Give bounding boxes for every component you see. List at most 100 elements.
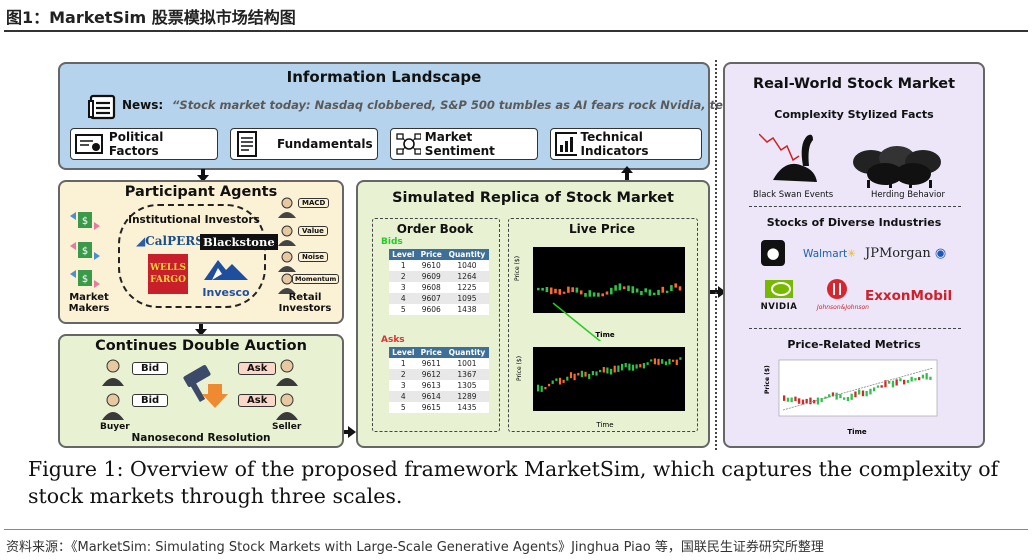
- calpers-logo: ◢CalPERS: [136, 234, 204, 248]
- table-cell: 1367: [444, 369, 489, 380]
- candle: [554, 288, 557, 294]
- retail-investors-label: Retail Investors: [278, 292, 332, 314]
- candle: [606, 367, 609, 374]
- candle: [805, 398, 808, 404]
- candle: [664, 361, 667, 366]
- certificate-icon: [75, 134, 103, 154]
- candle: [579, 290, 583, 295]
- candle: [899, 378, 902, 382]
- footer-divider: [4, 529, 1028, 530]
- top-chart-ylabel: Price ($): [514, 256, 521, 281]
- table-cell: 1264: [444, 271, 489, 282]
- real-world-market-panel: Real-World Stock Market Complexity Styli…: [723, 62, 985, 448]
- candle: [591, 371, 594, 376]
- metrics-ylabel: Price ($): [764, 365, 771, 394]
- candle: [854, 391, 857, 398]
- candle: [595, 371, 598, 376]
- metrics-xlabel: Time: [847, 428, 866, 436]
- candle: [675, 359, 678, 365]
- candle: [610, 287, 613, 295]
- bar-chart-icon: [555, 132, 577, 156]
- simulated-replica-panel: Simulated Replica of Stock Market Order …: [356, 180, 710, 448]
- candle: [929, 376, 932, 380]
- technical-indicators-chip: Technical Indicators: [550, 128, 702, 160]
- institutional-investors-group: [118, 204, 266, 308]
- candle: [544, 387, 547, 390]
- candle: [617, 365, 620, 372]
- market-sentiment-chip: Market Sentiment: [390, 128, 538, 160]
- industries-title: Stocks of Diverse Industries: [766, 216, 942, 229]
- candle: [584, 293, 587, 297]
- chart-background: [533, 347, 685, 411]
- candle: [588, 373, 591, 379]
- candle: [624, 363, 627, 368]
- double-auction-title: Continues Double Auction: [95, 338, 307, 354]
- candle: [831, 392, 835, 397]
- candle: [614, 285, 617, 291]
- market-sentiment-label: Market Sentiment: [424, 130, 495, 158]
- candle: [588, 290, 592, 297]
- asks-col-level: Level: [389, 347, 418, 358]
- chart-background: [533, 247, 685, 313]
- divider-1: [749, 206, 961, 207]
- svg-text:$: $: [82, 246, 88, 257]
- news-headline: “Stock market today: Nasdaq clobbered, S…: [172, 98, 804, 112]
- table-cell: 1095: [444, 293, 489, 304]
- live-price-title: Live Price: [569, 222, 635, 236]
- table-cell: 1: [389, 260, 418, 271]
- buyer-label: Buyer: [100, 422, 130, 432]
- candle: [601, 293, 604, 297]
- candle: [610, 368, 613, 375]
- bids-col-level: Level: [389, 249, 418, 260]
- source-note: 资料来源：《MarketSim: Simulating Stock Market…: [6, 540, 824, 555]
- candle: [891, 380, 895, 388]
- market-maker-icon-1: $: [68, 208, 102, 238]
- table-cell: 4: [389, 391, 418, 402]
- candle: [646, 362, 649, 365]
- market-maker-icon-2: $: [68, 238, 102, 268]
- real-world-title: Real-World Stock Market: [752, 76, 956, 92]
- table-cell: 9611: [417, 358, 445, 369]
- table-cell: 3: [389, 380, 418, 391]
- candle: [670, 285, 673, 291]
- participant-agents-panel: Participant Agents Institutional Investo…: [58, 180, 344, 324]
- candle: [644, 288, 647, 293]
- candle: [566, 376, 569, 381]
- candle: [678, 286, 682, 291]
- candle: [906, 380, 910, 383]
- price-metrics-chart: Price ($) Time: [764, 359, 938, 436]
- table-cell: 1: [389, 358, 418, 369]
- candle: [876, 385, 880, 388]
- candle: [813, 399, 816, 404]
- bid-tag-1: Bid: [132, 362, 169, 375]
- candle: [858, 389, 861, 395]
- black-swan-icon: [758, 130, 823, 196]
- asks-label: Asks: [381, 335, 405, 345]
- retail-tag-noise: Noise: [298, 252, 328, 262]
- arrow-replica-to-info: [620, 166, 634, 186]
- candle: [801, 399, 805, 405]
- candle: [824, 396, 827, 399]
- candle: [869, 388, 872, 395]
- candle: [661, 286, 665, 293]
- candle: [790, 397, 793, 403]
- table-cell: 9607: [417, 293, 445, 304]
- live-price-chart-bottom: Price ($) Time: [516, 347, 685, 429]
- information-landscape-panel: Information Landscape News: “Stock marke…: [58, 62, 804, 170]
- candles-top: [537, 283, 682, 297]
- bids-label: Bids: [381, 237, 403, 247]
- candle: [903, 379, 906, 385]
- live-price-panel: Live Price Price ($) Time Price ($) Time: [508, 218, 698, 432]
- candle: [627, 285, 630, 291]
- table-cell: 1001: [444, 358, 489, 369]
- candle: [650, 359, 653, 362]
- candle: [549, 287, 553, 295]
- fundamentals-label: Fundamentals: [277, 137, 373, 151]
- candle: [794, 396, 797, 402]
- table-cell: 5: [389, 402, 418, 413]
- document-icon: [237, 131, 257, 157]
- candle: [631, 364, 635, 371]
- bids-col-quantity: Quantity: [444, 249, 489, 260]
